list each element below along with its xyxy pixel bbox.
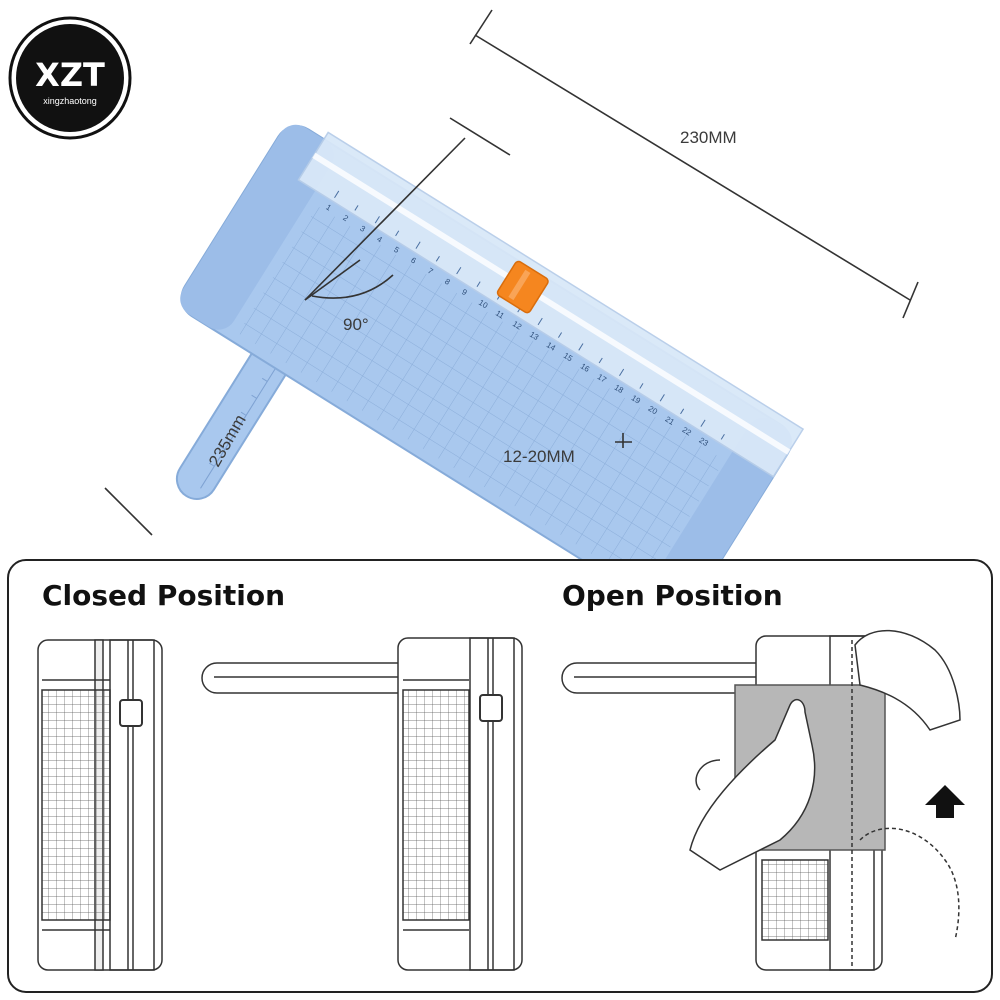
ruler-mark: 7 xyxy=(426,266,435,276)
ruler-mark: 8 xyxy=(443,277,452,287)
open-position-diagram xyxy=(561,629,961,971)
extended-arm-diagram xyxy=(201,637,523,971)
brand-logo: XZT xingzhaotong xyxy=(8,16,132,140)
angle-label: 90° xyxy=(343,315,369,334)
open-position-title: Open Position xyxy=(562,579,783,612)
logo-text: XZT xyxy=(35,56,105,94)
ruler-mark: 6 xyxy=(409,256,418,266)
closed-position-diagram xyxy=(37,639,163,971)
closed-position-title: Closed Position xyxy=(42,579,285,612)
ruler-mark: 3 xyxy=(358,224,367,234)
paper-cutter: 1 2 3 4 5 6 7 8 9 10 11 12 13 14 15 16 1… xyxy=(175,124,805,616)
logo-subtext: xingzhaotong xyxy=(43,96,97,106)
ruler-mark: 2 xyxy=(341,213,350,223)
ruler-mark: 5 xyxy=(392,245,401,255)
dimension-annotations xyxy=(104,9,919,536)
cutter-base: 1 2 3 4 5 6 7 8 9 10 11 12 13 14 15 16 1… xyxy=(180,124,805,616)
blade-knob xyxy=(496,260,549,314)
length-label: 230MM xyxy=(680,128,737,147)
ruler-mark: 9 xyxy=(460,287,469,297)
ruler-mark: 4 xyxy=(375,234,384,244)
ruler-mark: 1 xyxy=(324,203,333,213)
up-arrow-icon xyxy=(925,785,965,818)
cut-width-label: 12-20MM xyxy=(503,447,575,466)
